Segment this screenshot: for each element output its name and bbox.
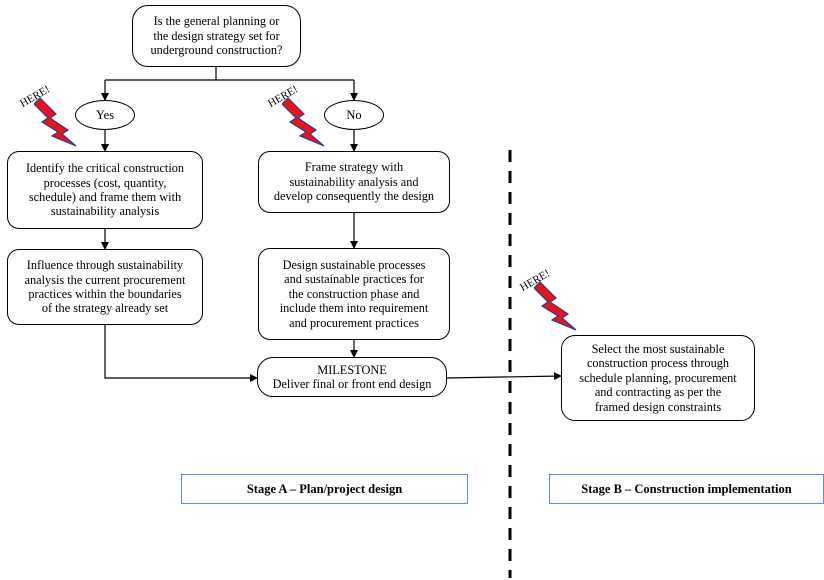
frame-strategy-box: Frame strategy with sustainability analy… bbox=[258, 151, 450, 213]
lightning-bolt-icon bbox=[34, 97, 77, 147]
yes-node: Yes bbox=[75, 100, 135, 130]
stage-a-label: Stage A – Plan/project design bbox=[181, 474, 468, 504]
design-practices-box: Design sustainable processes and sustain… bbox=[258, 248, 450, 340]
select-process-box: Select the most sustainable construction… bbox=[561, 335, 755, 421]
milestone-box: MILESTONE Deliver final or front end des… bbox=[257, 357, 447, 397]
stage-b-label: Stage B – Construction implementation bbox=[549, 474, 824, 504]
identify-processes-box: Identify the critical construction proce… bbox=[7, 151, 203, 229]
lightning-bolt-icon bbox=[534, 281, 577, 331]
no-node: No bbox=[324, 100, 384, 130]
arrow-milestone-to-select bbox=[446, 372, 562, 381]
influence-procurement-box: Influence through sustainability analysi… bbox=[7, 249, 203, 325]
arrow-influence-to-milestone bbox=[104, 325, 258, 382]
question-box: Is the general planning or the design st… bbox=[132, 5, 301, 67]
lightning-bolt-icon bbox=[282, 97, 325, 147]
